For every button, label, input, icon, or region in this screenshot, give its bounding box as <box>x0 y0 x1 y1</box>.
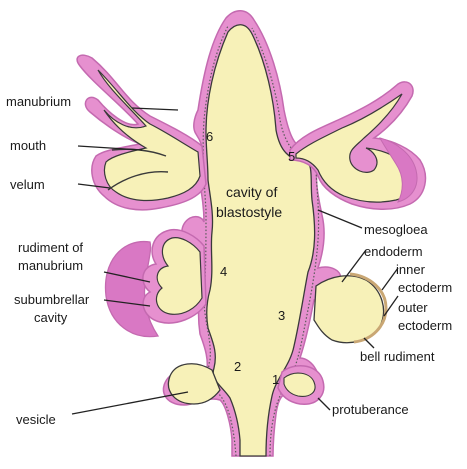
stage-number-4: 4 <box>220 264 227 279</box>
label-mesogloea: mesogloea <box>364 222 428 237</box>
label-outer-line2: ectoderm <box>398 318 452 333</box>
label-cavity-line2: blastostyle <box>216 204 282 220</box>
stage-number-6: 6 <box>206 129 213 144</box>
stage-number-5: 5 <box>288 149 295 164</box>
label-manubrium: manubrium <box>6 94 71 109</box>
leader-mesogloea <box>318 210 362 228</box>
label-rudiment-of-line1: rudiment of <box>18 240 83 255</box>
label-endoderm: endoderm <box>364 244 423 259</box>
stage-number-1: 1 <box>272 372 279 387</box>
stage-number-3: 3 <box>278 308 285 323</box>
leader-protuberance <box>318 398 330 410</box>
label-mouth: mouth <box>10 138 46 153</box>
middle-left-medusa <box>105 230 206 337</box>
lower-left-vesicle <box>168 364 220 404</box>
label-inner-line2: ectoderm <box>398 280 452 295</box>
label-subumbrellar-line2: cavity <box>34 310 68 325</box>
middle-right-bell-rudiment <box>314 274 386 343</box>
lower-right-protuberance <box>278 366 324 404</box>
middle-left-inner <box>156 238 202 315</box>
label-inner-line1: inner <box>396 262 426 277</box>
label-subumbrellar-line1: subumbrellar <box>14 292 90 307</box>
vesicle-outer <box>168 364 220 404</box>
label-vesicle: vesicle <box>16 412 56 427</box>
label-protuberance: protuberance <box>332 402 409 417</box>
label-cavity-line1: cavity of <box>226 184 277 200</box>
label-outer-line1: outer <box>398 300 428 315</box>
stage-number-2: 2 <box>234 359 241 374</box>
label-bell-rudiment: bell rudiment <box>360 349 435 364</box>
leader-vesicle <box>72 392 188 414</box>
leader-bell-rudiment <box>364 338 374 348</box>
label-velum: velum <box>10 177 45 192</box>
label-rudiment-of-line2: manubrium <box>18 258 83 273</box>
